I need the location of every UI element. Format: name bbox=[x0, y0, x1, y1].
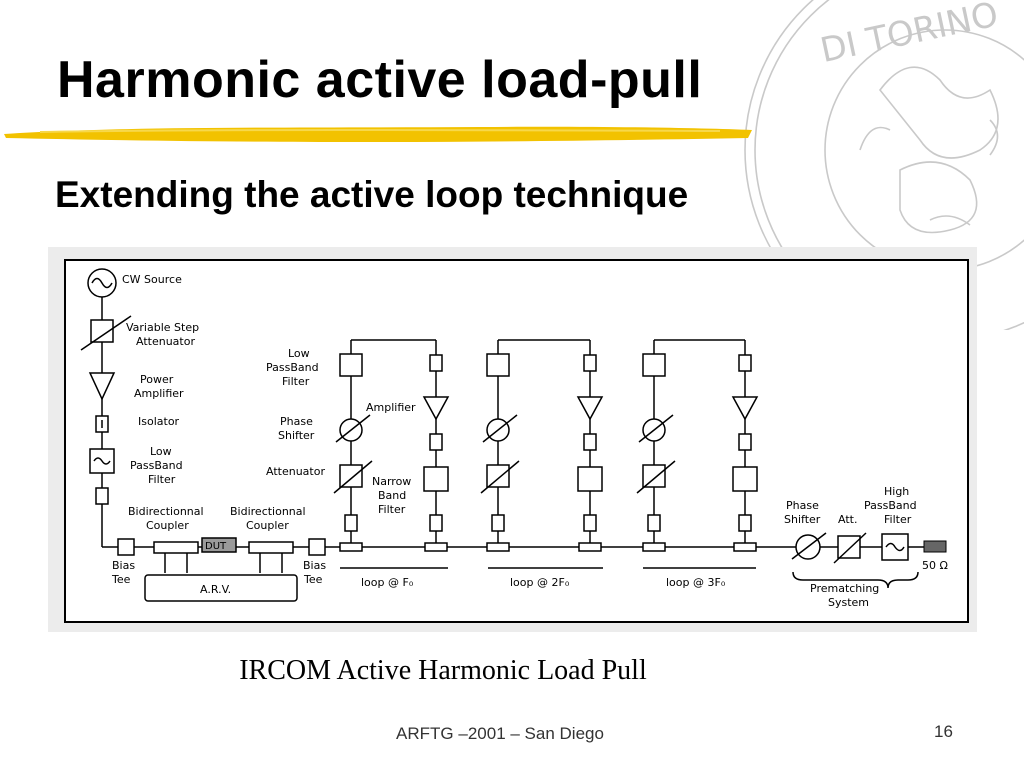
page-number: 16 bbox=[934, 722, 953, 741]
seal-text: DI TORINO bbox=[817, 0, 1002, 71]
narrow-filter-label-2: Band bbox=[378, 489, 406, 502]
prematch-att-label: Att. bbox=[838, 513, 857, 526]
loop-attenuator-label: Attenuator bbox=[266, 465, 325, 478]
loop-f0-label: loop @ F₀ bbox=[361, 576, 414, 589]
diagram-frame: CW Source Variable Step Attenuator Power… bbox=[48, 247, 977, 632]
slide-title: Harmonic active load-pull bbox=[57, 51, 703, 109]
bias-tee-left-label-1: Bias bbox=[112, 559, 135, 572]
prematching-system-label-2: System bbox=[828, 596, 869, 609]
load-label: 50 Ω bbox=[922, 559, 948, 572]
loop-lpf-label-1: Low bbox=[288, 347, 310, 360]
coupler-right-label-1: Bidirectionnal bbox=[230, 505, 306, 518]
narrow-filter-label-1: Narrow bbox=[372, 475, 411, 488]
slide-footer: ARFTG –2001 – San Diego bbox=[396, 724, 604, 743]
coupler-right-label-2: Coupler bbox=[246, 519, 289, 532]
prematch-phase-label-1: Phase bbox=[786, 499, 819, 512]
amplifier-label-1: Power bbox=[140, 373, 174, 386]
coupler-left-label-2: Coupler bbox=[146, 519, 189, 532]
phase-shifter-label-1: Phase bbox=[280, 415, 313, 428]
loop-components bbox=[339, 353, 759, 532]
loop-lpf-label-2: PassBand bbox=[266, 361, 319, 374]
bias-tee-left-label-2: Tee bbox=[111, 573, 131, 586]
university-seal-watermark: DI TORINO bbox=[744, 0, 1024, 330]
loop-lpf-label-3: Filter bbox=[282, 375, 310, 388]
attenuator-label-2: Attenuator bbox=[136, 335, 195, 348]
amplifier-label-2: Amplifier bbox=[134, 387, 184, 400]
attenuator-label-1: Variable Step bbox=[126, 321, 199, 334]
prematching-system-label-1: Prematching bbox=[810, 582, 879, 595]
bias-tee-right-label-2: Tee bbox=[303, 573, 323, 586]
prematch-phase-label-2: Shifter bbox=[784, 513, 821, 526]
arv-label: A.R.V. bbox=[200, 583, 231, 596]
dut-label: DUT bbox=[205, 541, 227, 552]
hpf-label-3: Filter bbox=[884, 513, 912, 526]
narrow-filter-label-3: Filter bbox=[378, 503, 406, 516]
diagram-caption: IRCOM Active Harmonic Load Pull bbox=[239, 655, 647, 686]
coupler-left-label-1: Bidirectionnal bbox=[128, 505, 204, 518]
isolator-label: Isolator bbox=[138, 415, 180, 428]
title-underline-brushstroke bbox=[4, 126, 752, 142]
loop-2f0-label: loop @ 2F₀ bbox=[510, 576, 570, 589]
cw-source-label: CW Source bbox=[122, 273, 182, 286]
lpf-left-label-1: Low bbox=[150, 445, 172, 458]
hpf-label-1: High bbox=[884, 485, 909, 498]
hpf-label-2: PassBand bbox=[864, 499, 917, 512]
phase-shifter-label-2: Shifter bbox=[278, 429, 315, 442]
loop-amplifier-label: Amplifier bbox=[366, 401, 416, 414]
bias-tee-right-label-1: Bias bbox=[303, 559, 326, 572]
lpf-left-label-2: PassBand bbox=[130, 459, 183, 472]
lpf-left-label-3: Filter bbox=[148, 473, 176, 486]
slide-subtitle: Extending the active loop technique bbox=[55, 174, 689, 215]
loop-3f0-label: loop @ 3F₀ bbox=[666, 576, 726, 589]
ircom-load-pull-diagram: CW Source Variable Step Attenuator Power… bbox=[64, 259, 969, 623]
